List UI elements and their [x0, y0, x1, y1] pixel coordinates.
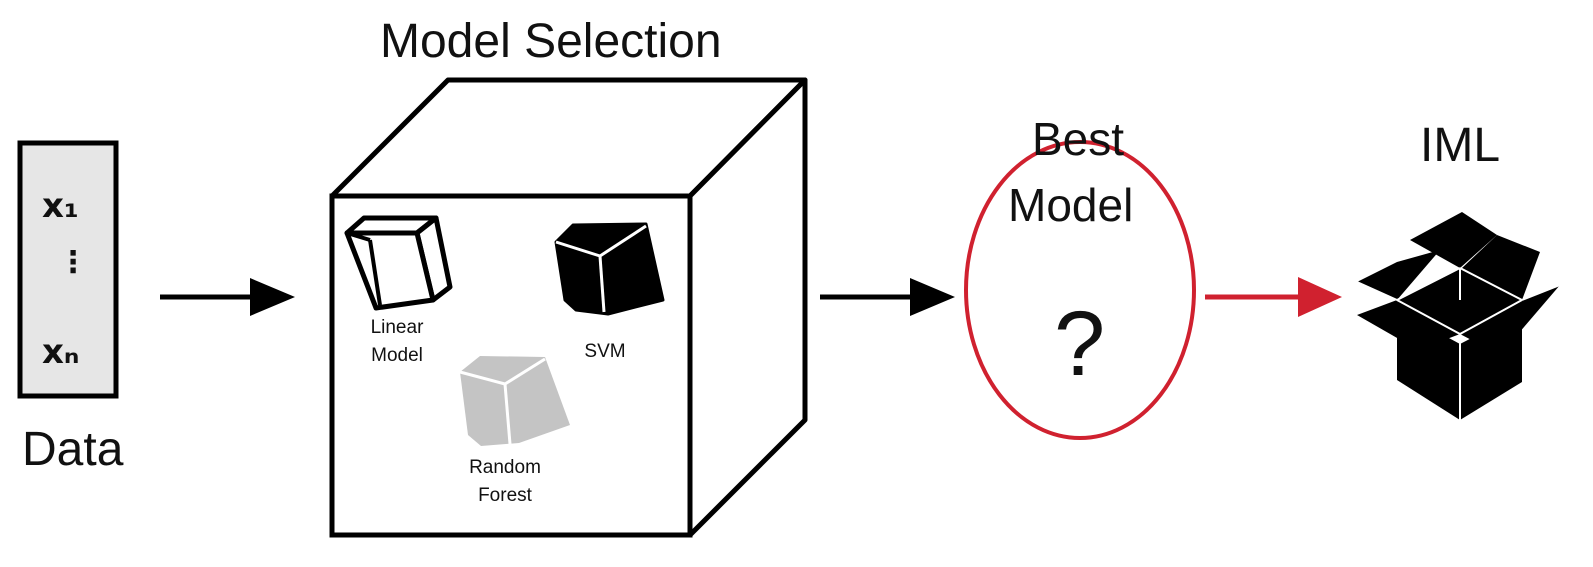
- best-model-line1: Best: [1032, 113, 1125, 165]
- data-panel: [17, 140, 119, 399]
- iml-label: IML: [1420, 119, 1501, 172]
- arrow-data-to-selection: [160, 278, 295, 316]
- arrow-selection-to-best: [820, 278, 955, 316]
- linear-model-cube-icon: [344, 215, 453, 311]
- svm-cube-icon: [554, 222, 665, 316]
- data-item-xn: xₙ: [42, 332, 80, 372]
- best-model-line2: Model: [1008, 179, 1134, 231]
- model-selection-title: Model Selection: [380, 15, 722, 68]
- best-model-ellipse: [964, 140, 1196, 440]
- random-forest-label-line1: Random: [469, 457, 541, 478]
- linear-model-label-line2: Model: [371, 345, 423, 366]
- random-forest-label-line2: Forest: [478, 485, 532, 506]
- arrow-best-to-iml: [1205, 277, 1342, 317]
- svm-label: SVM: [584, 341, 626, 362]
- random-forest-cube-icon: [459, 356, 570, 446]
- data-label: Data: [22, 423, 124, 476]
- open-box-icon: [1356, 212, 1561, 420]
- linear-model-label: Linear Model: [352, 314, 442, 370]
- data-item-ellipsis: ⋮: [58, 245, 88, 280]
- question-mark: ?: [1054, 293, 1106, 395]
- data-item-x1: x₁: [42, 186, 79, 226]
- random-forest-label: Random Forest: [455, 454, 555, 510]
- linear-model-label-line1: Linear: [370, 317, 424, 338]
- model-selection-cube: [329, 77, 808, 538]
